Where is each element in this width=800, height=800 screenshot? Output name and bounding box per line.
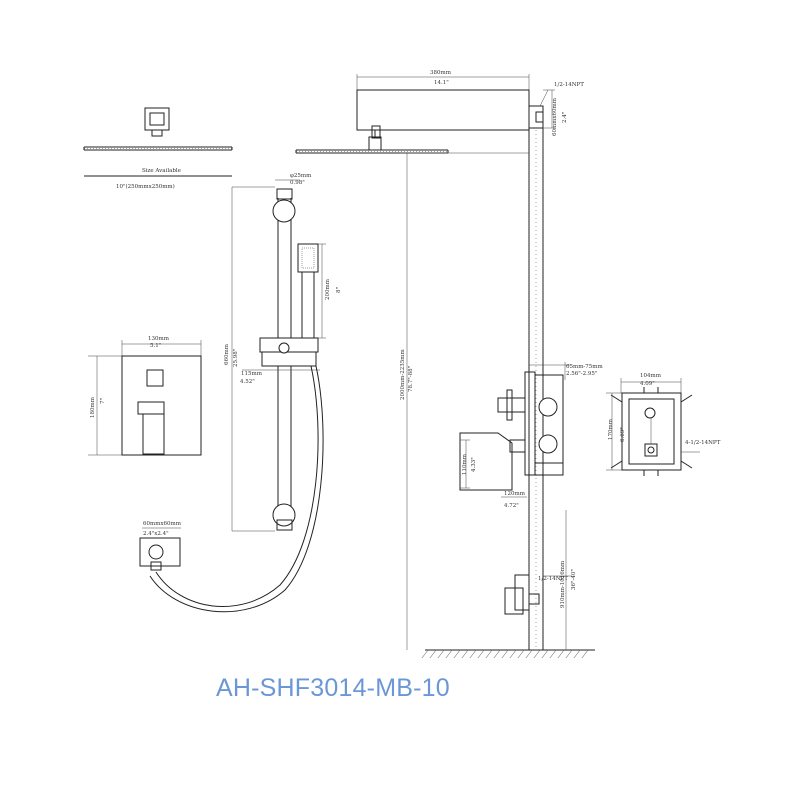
slide-bar: 660mm 25.98" φ25mm 0.98" 115mm 4.52" 200…	[149, 173, 342, 613]
valve-height-in: 4.33"	[471, 457, 477, 472]
outlet-height-mm: 910mm-1016mm	[560, 560, 566, 608]
floor-hatch-mark	[469, 649, 477, 659]
floor-hatch-mark	[541, 649, 549, 659]
floor-hatch-mark	[453, 649, 461, 659]
box-npt: 4-1/2-14NPT	[685, 440, 721, 446]
holder-width-in: 4.52"	[240, 379, 255, 385]
valve-width-mm: 120mm	[504, 491, 526, 497]
plate-width-mm: 130mm	[148, 336, 170, 342]
valve-height-mm: 110mm	[462, 453, 468, 475]
total-height-in: 78.7"-88"	[408, 366, 414, 392]
floor-hatch-mark	[525, 649, 533, 659]
floor-hatch-mark	[573, 649, 581, 659]
floor-hatch-mark	[437, 649, 445, 659]
floor-hatch-mark	[485, 649, 493, 659]
box-height-mm: 170mm	[608, 418, 614, 440]
wall-riser	[528, 128, 544, 650]
floor-hatch-mark	[461, 649, 469, 659]
box-width-in: 4.09"	[640, 381, 655, 387]
floor-hatch-mark	[493, 649, 501, 659]
hand-length-in: 8"	[336, 287, 342, 293]
floor-hatch-mark	[509, 649, 517, 659]
rail-length-in: 25.98"	[233, 349, 239, 367]
elbow-size-in: 2.4"x2.4"	[143, 531, 169, 537]
outlet-npt: 1/2-14NPT	[538, 576, 568, 582]
side-valve: 65mm-75mm 2.56"-2.95" 110mm 4.33" 120mm …	[459, 362, 604, 509]
floor-hatch	[421, 649, 595, 659]
floor-hatch-mark	[501, 649, 509, 659]
total-height-mm: 2000mm-2235mm	[400, 349, 406, 400]
overall-height-dimension: 2000mm-2235mm 78.7"-88"	[400, 152, 529, 650]
rail-length-mm: 660mm	[224, 343, 230, 365]
arm-block-in: 2.4"	[562, 112, 568, 123]
arm-length-in: 14.1"	[434, 80, 449, 86]
model-number: AH-SHF3014-MB-10	[216, 674, 450, 702]
plate-height-in: 7"	[100, 398, 106, 404]
plate-width-in: 5.1"	[150, 343, 161, 349]
plate-height-mm: 180mm	[90, 396, 96, 418]
holder-width-mm: 115mm	[241, 371, 263, 377]
floor-hatch-mark	[429, 649, 437, 659]
size-available-label: Size Available	[142, 168, 181, 174]
arm-length-mm: 380mm	[430, 70, 452, 76]
floor-hatch-mark	[517, 649, 525, 659]
mixer-trim-plate: 130mm 5.1" 180mm 7"	[88, 336, 202, 456]
depth-mm: 65mm-75mm	[566, 364, 604, 370]
floor-hatch-mark	[549, 649, 557, 659]
depth-in: 2.56"-2.95"	[566, 371, 597, 377]
wall-elbow: 60mmx60mm 2.4"x2.4"	[139, 521, 182, 571]
box-width-mm: 104mm	[640, 373, 662, 379]
floor-hatch-mark	[445, 649, 453, 659]
showerhead-size-view: Size Available 10"(250mmx250mm)	[83, 107, 233, 190]
floor-hatch-mark	[557, 649, 565, 659]
rail-dia-mm: φ25mm	[290, 173, 312, 179]
arm-block-mm: 60mmx60mm	[552, 97, 558, 136]
rough-in-box: 104mm 4.09" 170mm 6.69" 4-1/2-14NPT	[606, 373, 721, 476]
box-height-in: 6.69"	[620, 427, 626, 442]
floor-hatch-mark	[565, 649, 573, 659]
floor-hatch-mark	[421, 649, 429, 659]
arm-npt: 1/2-14NPT	[554, 82, 584, 88]
showerhead-size-text: 10"(250mmx250mm)	[116, 183, 175, 190]
shower-arm: 380mm 14.1" 1/2-14NPT 60mmx60mm 2.4"	[356, 70, 584, 139]
outlet-height-in: 36"-40"	[571, 569, 577, 590]
valve-width-in: 4.72"	[504, 503, 519, 509]
floor-hatch-mark	[533, 649, 541, 659]
hand-length-mm: 200mm	[325, 278, 331, 300]
floor-hatch-mark	[581, 649, 589, 659]
rail-dia-in: 0.98"	[290, 180, 305, 186]
floor-hatch-mark	[477, 649, 485, 659]
lower-outlet: 1/2-14NPT 910mm-1016mm 36"-40"	[504, 510, 577, 650]
elbow-size-mm: 60mmx60mm	[143, 521, 182, 527]
